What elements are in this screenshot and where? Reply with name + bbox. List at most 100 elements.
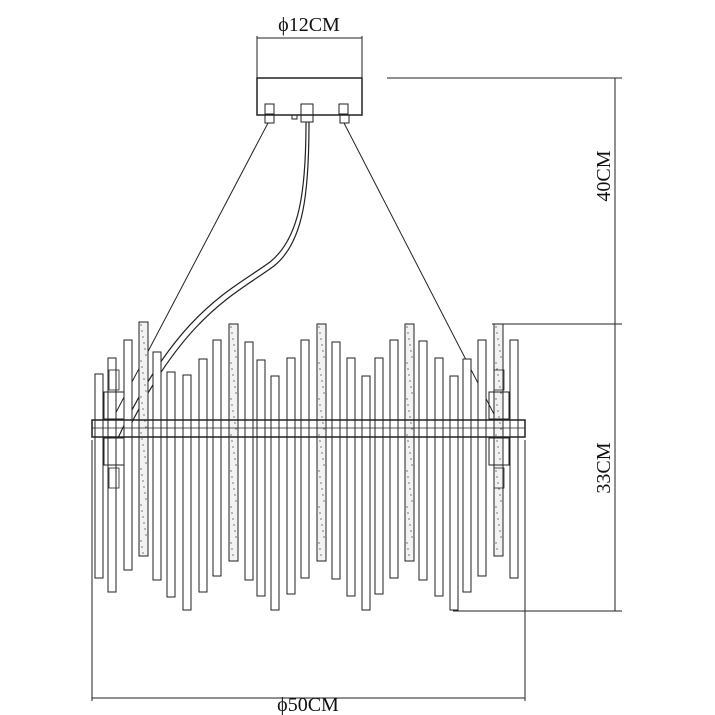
crystal-texture-dot (322, 422, 324, 424)
crystal-texture-dot (141, 438, 143, 440)
crystal-texture-dot (140, 432, 142, 434)
crystal-texture-dot (234, 458, 236, 460)
crystal-texture-dot (498, 524, 500, 526)
crystal-texture-dot (322, 494, 324, 496)
crystal-texture-dot (141, 330, 143, 332)
crystal-texture-dot (406, 362, 408, 364)
crystal-texture-dot (410, 422, 412, 424)
crystal-texture-dot (232, 518, 234, 520)
crystal-rod (256, 359, 266, 597)
crystal-texture-dot (319, 512, 321, 514)
crystal-texture-dot (323, 536, 325, 538)
crystal-texture-dot (497, 482, 499, 484)
crystal-rod (449, 375, 459, 611)
canopy-diameter-label: ϕ12CM (278, 14, 340, 36)
crystal-texture-dot (499, 494, 501, 496)
crystal-texture-dot (409, 380, 411, 382)
crystal-texture-dot (235, 536, 237, 538)
crystal-texture-dot (496, 440, 498, 442)
crystal-texture-dot (406, 326, 408, 328)
crystal-texture-dot (321, 416, 323, 418)
crystal-texture-dot (144, 456, 146, 458)
crystal-texture-dot (496, 332, 498, 334)
crystal-texture-dot (406, 470, 408, 472)
drop-height-label: 40CM (593, 150, 615, 201)
crystal-texture-dot (499, 386, 501, 388)
crystal-texture-dot (410, 494, 412, 496)
crystal-texture-dot (496, 368, 498, 370)
crystal-texture-dot (411, 536, 413, 538)
crystal-texture-dot (496, 476, 498, 478)
crystal-rod (286, 357, 296, 595)
crystal-texture-dot (234, 350, 236, 352)
crystal-texture-dot (500, 500, 502, 502)
crystal-texture-dot (140, 468, 142, 470)
crystal-texture-dot (411, 356, 413, 358)
crystal-texture-dot (495, 398, 497, 400)
crystal-texture-dot (496, 512, 498, 514)
crystal-texture-dot (408, 446, 410, 448)
crystal-texture-dot (495, 434, 497, 436)
crystal-texture-dot (407, 476, 409, 478)
crystal-texture-dot (141, 366, 143, 368)
crystal-texture-dot (142, 516, 144, 518)
crystal-texture-dot (406, 542, 408, 544)
crystal-texture-dot (230, 470, 232, 472)
crystal-texture-dot (499, 530, 501, 532)
canopy (256, 77, 363, 124)
crystal-texture-dot (235, 464, 237, 466)
crystal-rod (462, 358, 472, 593)
crystal-texture-dot (234, 422, 236, 424)
crystal-texture-dot (410, 458, 412, 460)
crystal-rod (300, 339, 310, 579)
crystal-texture-dot (497, 410, 499, 412)
crystal-rods (94, 321, 519, 611)
crystal-texture-dot (231, 404, 233, 406)
crystal-texture-dot (230, 362, 232, 364)
crystal-texture-dot (407, 332, 409, 334)
crystal-texture-dot (318, 326, 320, 328)
crystal-rod (152, 351, 162, 581)
crystal-texture-dot (145, 426, 147, 428)
crystal-texture-dot (140, 360, 142, 362)
crystal-texture-dot (318, 542, 320, 544)
crystal-texture-dot (409, 416, 411, 418)
crystal-rod-textured (316, 323, 327, 562)
crystal-texture-dot (319, 440, 321, 442)
crystal-texture-dot (319, 548, 321, 550)
crystal-texture-dot (142, 372, 144, 374)
crystal-texture-dot (235, 428, 237, 430)
crystal-texture-dot (145, 390, 147, 392)
crystal-texture-dot (143, 450, 145, 452)
crystal-texture-dot (144, 384, 146, 386)
crystal-texture-dot (408, 554, 410, 556)
crystal-texture-dot (322, 350, 324, 352)
crystal-texture-dot (145, 498, 147, 500)
crystal-texture-dot (231, 512, 233, 514)
height-dimensions: 40CM 33CM (387, 77, 622, 612)
crystal-texture-dot (497, 518, 499, 520)
crystal-texture-dot (235, 392, 237, 394)
crystal-texture-dot (143, 522, 145, 524)
crystal-texture-dot (231, 332, 233, 334)
crystal-rod (107, 357, 117, 593)
crystal-texture-dot (322, 386, 324, 388)
crystal-texture-dot (322, 458, 324, 460)
canopy-diameter-dimension: ϕ12CM (256, 14, 363, 78)
crystal-texture-dot (409, 524, 411, 526)
crystal-texture-dot (500, 536, 502, 538)
crystal-rod (477, 339, 487, 577)
crystal-texture-dot (323, 428, 325, 430)
crystal-rod-textured (228, 323, 239, 562)
crystal-texture-dot (319, 404, 321, 406)
crystal-texture-dot (141, 474, 143, 476)
crystal-texture-dot (408, 410, 410, 412)
crystal-texture-dot (320, 554, 322, 556)
crystal-texture-dot (319, 368, 321, 370)
crystal-texture-dot (141, 510, 143, 512)
crystal-texture-dot (498, 380, 500, 382)
frame-ring (91, 369, 526, 489)
crystal-texture-dot (234, 386, 236, 388)
crystal-texture-dot (142, 480, 144, 482)
crystal-texture-dot (232, 410, 234, 412)
